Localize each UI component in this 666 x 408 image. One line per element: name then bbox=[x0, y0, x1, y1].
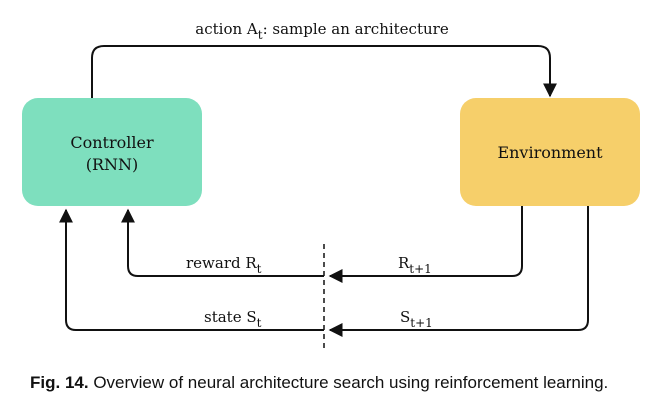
controller-label: Controller bbox=[70, 133, 154, 152]
state-next-label: St+1 bbox=[400, 308, 433, 330]
controller-sublabel: (RNN) bbox=[86, 155, 139, 174]
controller-box bbox=[22, 98, 202, 206]
reward-label: reward Rt bbox=[186, 254, 262, 276]
reward-next-arrow bbox=[328, 206, 523, 283]
environment-label: Environment bbox=[497, 143, 603, 162]
state-arrow bbox=[59, 208, 324, 331]
reward-arrow bbox=[121, 208, 324, 277]
action-arrow bbox=[91, 45, 557, 98]
state-label: state St bbox=[204, 308, 262, 330]
caption-text: Overview of neural architecture search u… bbox=[93, 373, 609, 392]
state-next-arrow bbox=[328, 206, 589, 337]
reward-next-label: Rt+1 bbox=[398, 254, 432, 276]
figure-number: Fig. 14. bbox=[30, 373, 89, 392]
figure-caption: Fig. 14. Overview of neural architecture… bbox=[30, 373, 650, 393]
environment-box bbox=[460, 98, 640, 206]
action-label: action At: sample an architecture bbox=[195, 20, 449, 42]
